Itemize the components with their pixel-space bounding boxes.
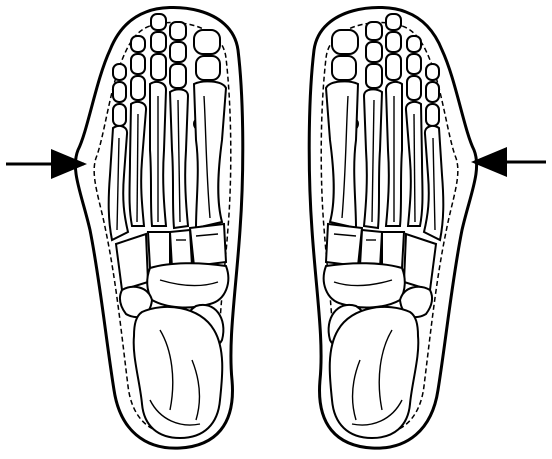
left-foot (75, 7, 242, 448)
right-foot (309, 7, 476, 448)
